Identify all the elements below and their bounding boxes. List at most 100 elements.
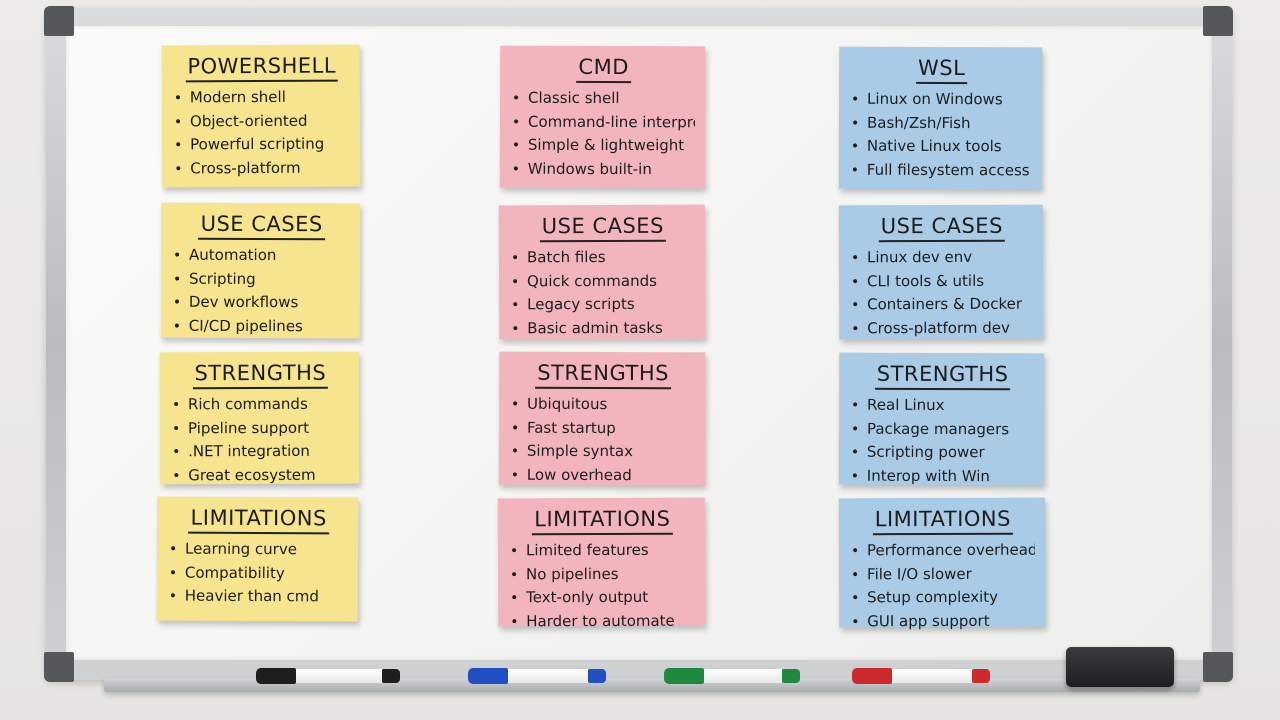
list-item: Performance overhead [851,539,1035,563]
note-list: Rich commands Pipeline support .NET inte… [172,393,349,488]
list-item: Command-line interpreter [512,110,695,134]
note-title: STRENGTHS [851,360,1034,391]
frame-corner-top-left [44,6,74,36]
black-marker[interactable] [256,668,400,684]
note-list: Classic shell Command-line interpreter S… [512,87,695,182]
frame-corner-bottom-left [44,652,74,682]
list-item: Harder to automate [510,609,695,633]
list-item: Heavier than cmd [169,585,348,609]
list-item: Fast startup [511,416,695,440]
note-title: LIMITATIONS [851,505,1035,536]
list-item: GUI app support [851,609,1035,633]
list-item: Classic shell [512,87,695,111]
list-item: Setup complexity [851,586,1035,610]
cmd-limitations-note: LIMITATIONS Limited features No pipeline… [497,497,706,630]
list-item: Limited features [510,539,695,563]
note-list: Modern shell Object-oriented Powerful sc… [174,86,350,181]
list-item: Quick commands [511,269,695,293]
list-item: Compatibility [169,561,348,585]
list-item: Scripting power [851,441,1034,465]
list-item: Real Linux [851,394,1034,418]
list-item: Batch files [511,246,695,270]
list-item: Dev workflows [173,291,350,315]
green-marker[interactable] [664,668,800,684]
list-item: Pipeline support [172,416,349,440]
marker-tail [382,669,400,683]
powershell-limitations-note: LIMITATIONS Learning curve Compatibility… [156,496,359,622]
cmd-strengths-note: STRENGTHS Ubiquitous Fast startup Simple… [498,351,706,488]
marker-cap [468,668,508,684]
note-title: WSL [851,54,1032,85]
list-item: Text-only output [510,586,695,610]
list-item: Simple & lightweight [512,134,695,158]
list-item: Linux dev env [851,246,1033,270]
marker-body [296,669,382,683]
note-list: Linux dev env CLI tools & utils Containe… [851,246,1033,341]
wsl-limitations-note: LIMITATIONS Performance overhead File I/… [838,497,1046,630]
list-item: Interop with Win [851,464,1034,488]
note-title: STRENGTHS [511,359,695,390]
list-item: Containers & Docker [851,293,1033,317]
list-item: Rich commands [172,393,349,417]
note-title: CMD [512,53,695,84]
marker-tail [588,669,606,683]
note-list: Real Linux Package managers Scripting po… [851,394,1034,489]
marker-cap [852,668,892,684]
list-item: Scripting [173,267,350,291]
cmd-use-cases-note: USE CASES Batch files Quick commands Leg… [498,204,706,341]
cmd-note: CMD Classic shell Command-line interpret… [499,45,706,189]
note-list: Performance overhead File I/O slower Set… [851,539,1035,634]
list-item: Great ecosystem [172,463,349,487]
list-item: CLI tools & utils [851,269,1033,293]
note-title: LIMITATIONS [169,504,348,535]
powershell-note: POWERSHELL Modern shell Object-oriented … [161,44,361,188]
marker-body [704,669,782,683]
list-item: Full filesystem access [851,158,1032,182]
frame-corner-bottom-right [1203,652,1233,682]
list-item: Object-oriented [174,109,350,133]
wsl-strengths-note: STRENGTHS Real Linux Package managers Sc… [838,352,1045,489]
list-item: Learning curve [169,538,348,562]
list-item: Powerful scripting [174,133,350,157]
note-list: Batch files Quick commands Legacy script… [511,246,695,341]
list-item: .NET integration [172,440,349,464]
note-title: USE CASES [511,212,695,243]
note-title: POWERSHELL [174,52,350,83]
list-item: Windows built-in [512,157,695,181]
note-list: Learning curve Compatibility Heavier tha… [169,538,348,609]
list-item: Ubiquitous [511,393,695,417]
marker-cap [256,668,296,684]
powershell-strengths-note: STRENGTHS Rich commands Pipeline support… [159,351,360,488]
list-item: Basic admin tasks [511,316,695,340]
whiteboard-eraser[interactable] [1066,647,1174,687]
marker-tail [782,669,800,683]
wsl-note: WSL Linux on Windows Bash/Zsh/Fish Nativ… [838,46,1043,190]
note-title: USE CASES [851,212,1033,243]
list-item: File I/O slower [851,562,1035,586]
list-item: Low overhead [511,463,695,487]
list-item: Cross-platform dev [851,316,1033,340]
marker-body [508,669,588,683]
blue-marker[interactable] [468,668,606,684]
note-list: Ubiquitous Fast startup Simple syntax Lo… [511,393,695,488]
list-item: Legacy scripts [511,293,695,317]
list-item: CI/CD pipelines [173,314,350,338]
list-item: Linux on Windows [851,88,1032,112]
red-marker[interactable] [852,668,990,684]
wsl-use-cases-note: USE CASES Linux dev env CLI tools & util… [838,204,1044,341]
marker-cap [664,668,704,684]
note-list: Automation Scripting Dev workflows CI/CD… [173,244,350,339]
note-list: Linux on Windows Bash/Zsh/Fish Native Li… [851,88,1032,183]
list-item: Modern shell [174,86,350,110]
list-item: Bash/Zsh/Fish [851,111,1032,135]
marker-body [892,669,972,683]
list-item: Automation [173,244,350,268]
list-item: Package managers [851,417,1034,441]
note-list: Limited features No pipelines Text-only … [510,539,695,634]
list-item: No pipelines [510,562,695,586]
marker-tail [972,669,990,683]
list-item: Cross-platform [174,156,350,180]
note-title: LIMITATIONS [510,505,695,536]
frame-corner-top-right [1203,6,1233,36]
